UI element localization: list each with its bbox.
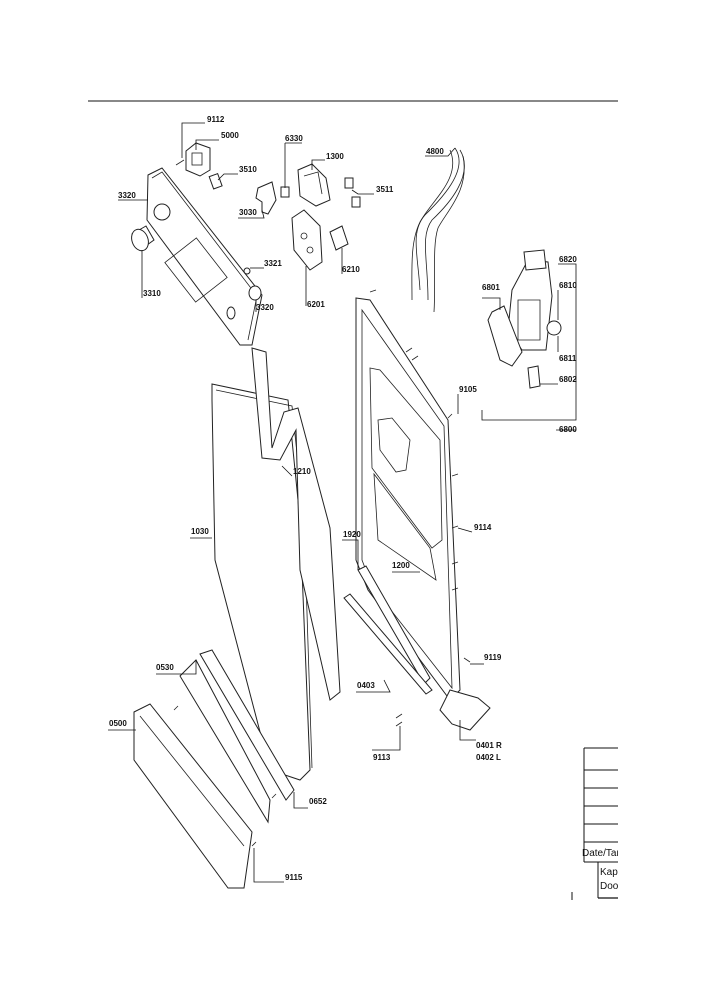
part-label: 0401 R [476, 741, 502, 750]
part-label: 5000 [221, 131, 239, 140]
part-label: 1210 [293, 467, 311, 476]
part-label: 3310 [143, 289, 161, 298]
part-label: 3320 [256, 303, 274, 312]
control-panel-assembly [131, 142, 361, 346]
part-label: 6201 [307, 300, 325, 309]
part-label: 6820 [559, 255, 577, 264]
part-label: 0530 [156, 663, 174, 672]
part-label: 0403 [357, 681, 375, 690]
part-label: 3510 [239, 165, 257, 174]
title-line-2: Door [600, 881, 622, 892]
part-label: 9113 [373, 753, 391, 762]
part-label: 9112 [207, 115, 225, 124]
part-label: 6210 [342, 265, 360, 274]
title-date-label: Date/Tarih [582, 848, 628, 859]
door-seal [251, 347, 341, 701]
part-label: 1200 [392, 561, 410, 570]
part-label: 9105 [459, 385, 477, 394]
part-label: 3320 [118, 191, 136, 200]
part-label: 9115 [285, 873, 303, 882]
part-label: 6811 [559, 354, 577, 363]
part-label: 1920 [343, 530, 361, 539]
screws [173, 289, 471, 847]
part-labels: 9112 5000 6330 1300 4800 3510 3511 3320 … [109, 115, 577, 882]
part-label: 6800 [559, 425, 577, 434]
title-line-1: Kapi [600, 867, 620, 878]
part-label: 9114 [474, 523, 492, 532]
part-label: 6810 [559, 281, 577, 290]
bottom-strips [133, 565, 433, 889]
part-label: 3321 [264, 259, 282, 268]
part-label: 1030 [191, 527, 209, 536]
part-label: 3511 [376, 185, 394, 194]
part-label: 1300 [326, 152, 344, 161]
cable-harness [411, 147, 465, 313]
part-label: 6802 [559, 375, 577, 384]
part-label: 0402 L [476, 753, 501, 762]
part-label: 4800 [426, 147, 444, 156]
part-label: 0500 [109, 719, 127, 728]
part-label: 6801 [482, 283, 500, 292]
dispenser-assembly [487, 249, 562, 389]
part-label: 6330 [285, 134, 303, 143]
part-label: 9119 [484, 653, 502, 662]
leader-lines [108, 122, 577, 883]
title-block: Date/Tarih Kapi Door [571, 747, 628, 900]
part-label: 0652 [309, 797, 327, 806]
part-label: 3030 [239, 208, 257, 217]
